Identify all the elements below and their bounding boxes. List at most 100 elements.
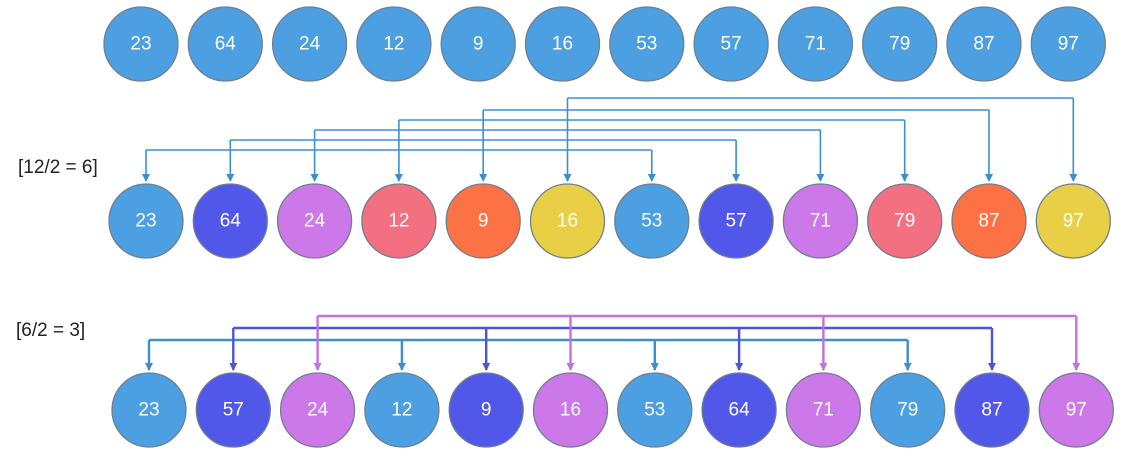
array-node: 71 xyxy=(782,183,859,259)
array-node: 9 xyxy=(448,372,524,448)
node-circle xyxy=(1035,183,1111,259)
array-node: 16 xyxy=(529,183,606,259)
array-node: 71 xyxy=(785,372,862,448)
node-circle xyxy=(951,183,1027,259)
node-value: 87 xyxy=(973,34,994,55)
array-node: 53 xyxy=(614,183,690,259)
node-circle xyxy=(954,372,1030,448)
connector-group xyxy=(229,326,996,371)
array-node: 23 xyxy=(111,372,187,448)
node-circle xyxy=(1038,372,1114,448)
node-value: 79 xyxy=(897,400,918,421)
connector-arrows xyxy=(142,97,1081,371)
node-circle xyxy=(867,183,943,259)
node-value: 71 xyxy=(810,211,831,232)
node-value: 79 xyxy=(889,34,910,55)
array-node: 87 xyxy=(946,6,1022,82)
node-value: 9 xyxy=(481,400,492,421)
node-value: 12 xyxy=(388,211,409,232)
node-circle xyxy=(111,372,187,448)
array-node: 64 xyxy=(192,183,268,259)
array-node: 97 xyxy=(1038,372,1114,448)
node-circle xyxy=(195,372,271,448)
array-node: 57 xyxy=(693,6,769,82)
array-node: 79 xyxy=(867,183,943,259)
step-label-gap-3: [6/2 = 3] xyxy=(16,320,85,341)
node-circle xyxy=(108,183,184,259)
node-circle xyxy=(617,372,693,448)
node-value: 24 xyxy=(299,34,321,55)
node-value: 64 xyxy=(220,211,242,232)
node-circle xyxy=(785,372,862,448)
node-circle xyxy=(448,372,524,448)
step-label-gap-6: [12/2 = 6] xyxy=(18,157,98,178)
node-value: 23 xyxy=(135,211,156,232)
node-value: 79 xyxy=(894,211,915,232)
node-circle xyxy=(698,183,774,259)
node-circle xyxy=(361,183,437,259)
array-node: 23 xyxy=(108,183,184,259)
node-circle xyxy=(782,183,859,259)
connector-group xyxy=(313,314,1081,371)
node-circle xyxy=(532,372,609,448)
node-value: 64 xyxy=(729,400,751,421)
array-node: 12 xyxy=(361,183,437,259)
array-node: 53 xyxy=(609,6,685,82)
array-node: 97 xyxy=(1030,6,1106,82)
array-node: 24 xyxy=(279,372,356,448)
array-node: 57 xyxy=(195,372,271,448)
node-value: 9 xyxy=(478,211,489,232)
node-circle xyxy=(614,183,690,259)
node-value: 16 xyxy=(560,400,581,421)
node-value: 97 xyxy=(1066,400,1087,421)
node-circle xyxy=(693,6,769,82)
node-circle xyxy=(1030,6,1106,82)
node-value: 57 xyxy=(223,400,244,421)
node-circle xyxy=(870,372,946,448)
array-node: 64 xyxy=(701,372,777,448)
node-circle xyxy=(524,6,601,82)
array-node: 23 xyxy=(103,6,179,82)
array-node: 79 xyxy=(870,372,946,448)
connector-group xyxy=(145,338,912,371)
array-node: 87 xyxy=(951,183,1027,259)
array-node: 87 xyxy=(954,372,1030,448)
connector-group xyxy=(563,97,1078,182)
node-circle xyxy=(103,6,179,82)
array-node: 16 xyxy=(532,372,609,448)
node-value: 9 xyxy=(473,34,484,55)
node-circle xyxy=(192,183,268,259)
node-circle xyxy=(279,372,356,448)
node-value: 53 xyxy=(644,400,665,421)
array-node: 12 xyxy=(364,372,440,448)
array-node: 57 xyxy=(698,183,774,259)
array-node: 97 xyxy=(1035,183,1111,259)
node-circle xyxy=(187,6,263,82)
node-value: 71 xyxy=(805,34,826,55)
node-circle xyxy=(440,6,516,82)
node-value: 57 xyxy=(726,211,747,232)
array-node: 12 xyxy=(356,6,432,82)
node-circle xyxy=(862,6,938,82)
node-value: 87 xyxy=(981,400,1002,421)
node-value: 24 xyxy=(307,400,329,421)
array-node: 9 xyxy=(440,6,516,82)
array-node: 24 xyxy=(271,6,348,82)
node-circle xyxy=(529,183,606,259)
node-value: 97 xyxy=(1063,211,1084,232)
node-value: 64 xyxy=(215,34,237,55)
array-node: 16 xyxy=(524,6,601,82)
node-value: 87 xyxy=(978,211,999,232)
node-circle xyxy=(356,6,432,82)
array-node: 53 xyxy=(617,372,693,448)
node-circle xyxy=(271,6,348,82)
node-value: 12 xyxy=(383,34,404,55)
array-node: 71 xyxy=(777,6,854,82)
node-value: 24 xyxy=(304,211,326,232)
array-node: 9 xyxy=(445,183,521,259)
node-circle xyxy=(946,6,1022,82)
node-circle xyxy=(609,6,685,82)
